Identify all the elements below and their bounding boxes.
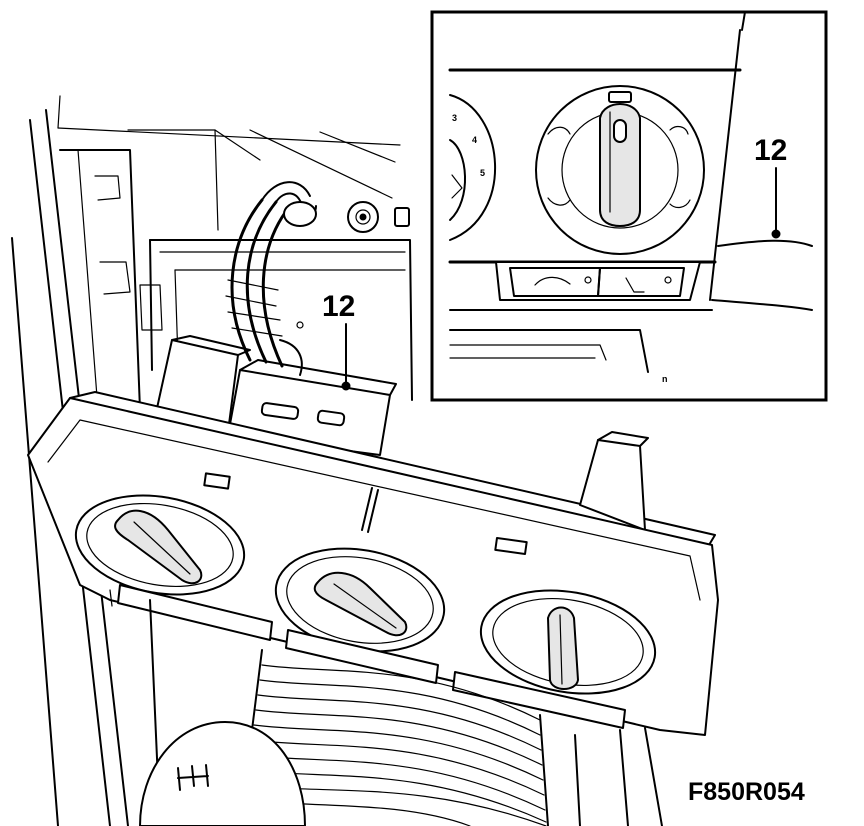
wire-harness bbox=[225, 181, 317, 376]
inset-scale-3: 3 bbox=[452, 113, 457, 123]
floor-defrost-icon bbox=[669, 199, 691, 209]
heater-control-unit bbox=[27, 391, 719, 736]
face-vent-icon bbox=[547, 126, 571, 135]
inset-left-dial: 3 4 5 bbox=[449, 94, 496, 241]
inset-callout: 12 bbox=[754, 134, 787, 239]
inset-part-12 bbox=[711, 239, 813, 311]
inset-air-distribution-dial bbox=[535, 85, 705, 255]
face-floor-icon bbox=[669, 125, 689, 135]
inset-small-letter: n bbox=[662, 374, 668, 384]
left-knob bbox=[74, 494, 246, 596]
recirculation-icon bbox=[534, 276, 571, 286]
inset-scale-4: 4 bbox=[472, 135, 477, 145]
rear-panel-knob bbox=[347, 201, 410, 233]
inset-scale-5: 5 bbox=[480, 168, 485, 178]
main-view: 12 bbox=[11, 95, 719, 826]
seat-heater-icon bbox=[625, 277, 645, 293]
inset-button-strip: n bbox=[448, 260, 717, 384]
defrost-icon bbox=[608, 91, 632, 103]
middle-knob bbox=[274, 547, 446, 653]
inset-callout-label: 12 bbox=[754, 134, 787, 167]
main-callout-label: 12 bbox=[322, 290, 355, 323]
figure-code: F850R054 bbox=[688, 778, 805, 806]
floor-vent-icon bbox=[547, 197, 571, 206]
detail-inset: 3 4 5 bbox=[430, 10, 828, 402]
gear-knob bbox=[139, 721, 306, 826]
vent-grille bbox=[149, 599, 663, 826]
main-callout: 12 bbox=[322, 290, 355, 391]
right-knob bbox=[479, 589, 657, 695]
dashboard-recess bbox=[127, 129, 413, 401]
push-buttons bbox=[117, 584, 626, 729]
